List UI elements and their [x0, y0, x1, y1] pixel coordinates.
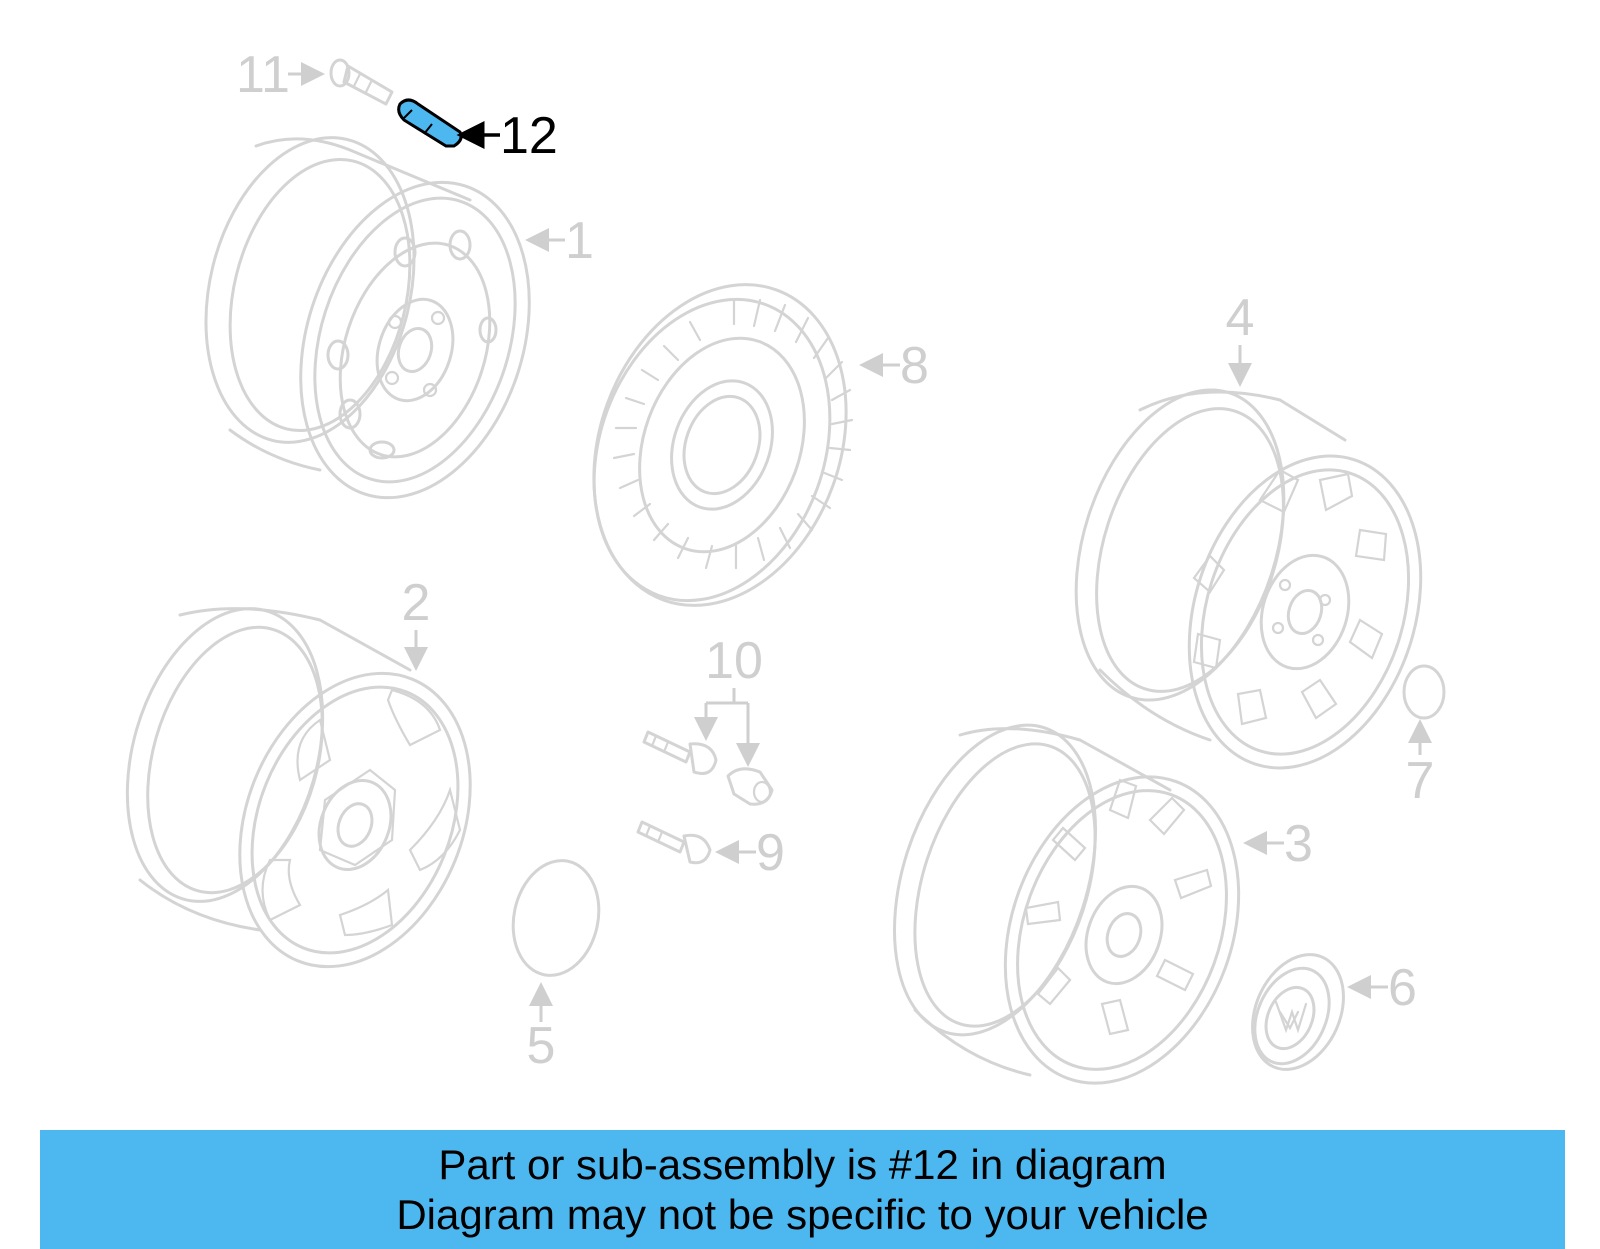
info-banner: Part or sub-assembly is #12 in diagram D…: [40, 1130, 1565, 1249]
lock-nut-part-10: [726, 767, 774, 806]
callout-10: 10: [705, 632, 763, 690]
callout-7: 7: [1406, 752, 1435, 810]
callout-8: 8: [900, 337, 929, 395]
steel-wheel-part-1: [204, 136, 531, 500]
leader-10: [694, 688, 760, 767]
callout-4: 4: [1226, 289, 1255, 347]
wheel-bolt-part-9: [636, 820, 712, 865]
callout-6: 6: [1388, 959, 1417, 1017]
alloy-wheel-part-2: [125, 607, 472, 969]
valve-stem-part-11: [329, 58, 394, 106]
callout-11: 11: [236, 46, 290, 104]
callout-12: 12: [500, 107, 558, 165]
banner-line-part-number: Part or sub-assembly is #12 in diagram: [438, 1141, 1167, 1188]
center-cap-part-5: [511, 859, 601, 977]
emblem-cap-part-6: [1251, 953, 1345, 1071]
callout-5: 5: [527, 1017, 556, 1075]
callout-3: 3: [1284, 815, 1313, 873]
alloy-wheel-part-3: [892, 723, 1241, 1085]
callout-1: 1: [565, 212, 594, 270]
wheel-cover-part-8: [592, 283, 854, 607]
tpms-sensor-part-12[interactable]: [397, 98, 463, 148]
cap-part-7: [1402, 664, 1446, 720]
alloy-wheel-part-4: 4: [1074, 289, 1423, 770]
callout-9: 9: [756, 824, 785, 882]
callout-2: 2: [402, 574, 431, 632]
wheel-bolt-part-10: [642, 730, 718, 775]
banner-line-disclaimer: Diagram may not be specific to your vehi…: [396, 1191, 1209, 1238]
